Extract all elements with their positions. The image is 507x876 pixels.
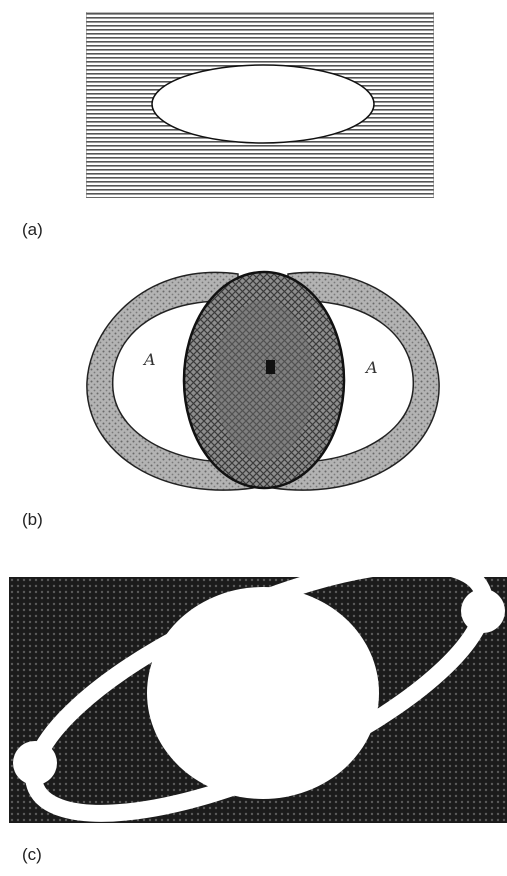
panel-a-figure [86, 12, 434, 198]
white-ellipse [152, 65, 374, 143]
annotation-right-a: A [364, 358, 378, 377]
panel-c-figure [9, 577, 507, 823]
center-dot [266, 360, 275, 374]
panel-c-svg [9, 577, 507, 823]
panel-a-svg [86, 12, 434, 198]
panel-c-label: (c) [22, 845, 42, 865]
ring-end-right [461, 589, 505, 633]
panel-b-figure: A A [78, 260, 448, 500]
panel-b-label: (b) [22, 510, 43, 530]
panel-a-label: (a) [22, 220, 43, 240]
ring-end-left [13, 741, 57, 785]
annotation-left-a: A [142, 350, 156, 369]
panel-b-svg: A A [78, 260, 448, 500]
